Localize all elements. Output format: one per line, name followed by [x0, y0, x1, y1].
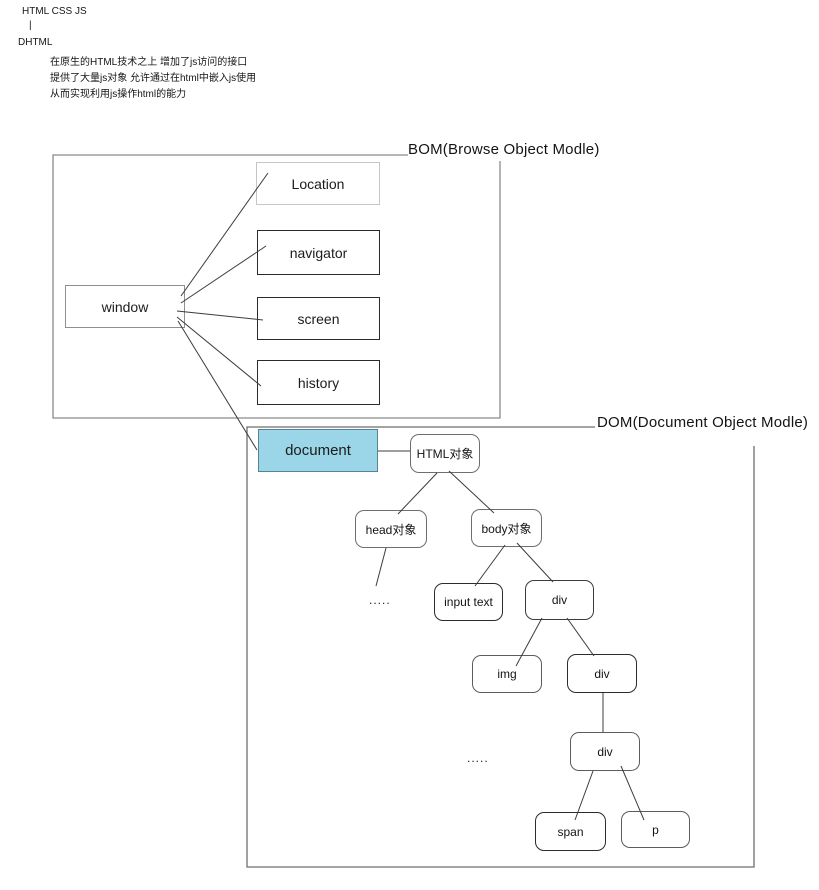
dhtml-desc-line: 提供了大量js对象 允许通过在html中嵌入js使用 — [50, 73, 257, 84]
bom-section-label: BOM(Browse Object Modle) — [408, 141, 600, 158]
p-node: p — [621, 811, 690, 848]
edge-body-input — [474, 544, 506, 587]
img-node: img — [472, 655, 542, 693]
window-node: window — [65, 285, 185, 328]
div-node: div — [567, 654, 637, 693]
connector-bar: | — [29, 20, 32, 31]
edge-div-div2 — [566, 617, 595, 657]
div-node: div — [525, 580, 594, 620]
edge-window-document — [177, 320, 258, 451]
edge-html-head — [397, 472, 438, 515]
navigator-node: navigator — [257, 230, 380, 275]
screen-node: screen — [257, 297, 380, 340]
ellipsis-under-div: ..... — [467, 751, 489, 765]
location-node: Location — [256, 162, 380, 205]
edge-window-screen — [176, 310, 264, 321]
document-node: document — [258, 429, 378, 472]
dom-container-frame — [246, 426, 755, 868]
dhtml-title: DHTML — [18, 37, 53, 48]
head-object-node: head对象 — [355, 510, 427, 548]
html-object-node: HTML对象 — [410, 434, 480, 473]
dhtml-desc-line: 从而实现利用js操作html的能力 — [50, 89, 187, 100]
tech-stack-label: HTML CSS JS — [22, 6, 87, 17]
edge-body-div — [516, 542, 554, 583]
history-node: history — [257, 360, 380, 405]
edge-window-history — [176, 316, 262, 387]
dom-section-label: DOM(Document Object Modle) — [597, 414, 809, 431]
ellipsis-under-head: ..... — [369, 593, 391, 607]
div-node: div — [570, 732, 640, 771]
input-text-node: input text — [434, 583, 503, 621]
edge-window-location — [180, 172, 269, 297]
edge-html-body — [448, 470, 495, 514]
body-object-node: body对象 — [471, 509, 542, 547]
edge-head-ellipsis — [375, 547, 387, 587]
dhtml-desc-line: 在原生的HTML技术之上 增加了js访问的接口 — [50, 57, 248, 68]
edge-window-navigator — [180, 245, 267, 304]
span-node: span — [535, 812, 606, 851]
